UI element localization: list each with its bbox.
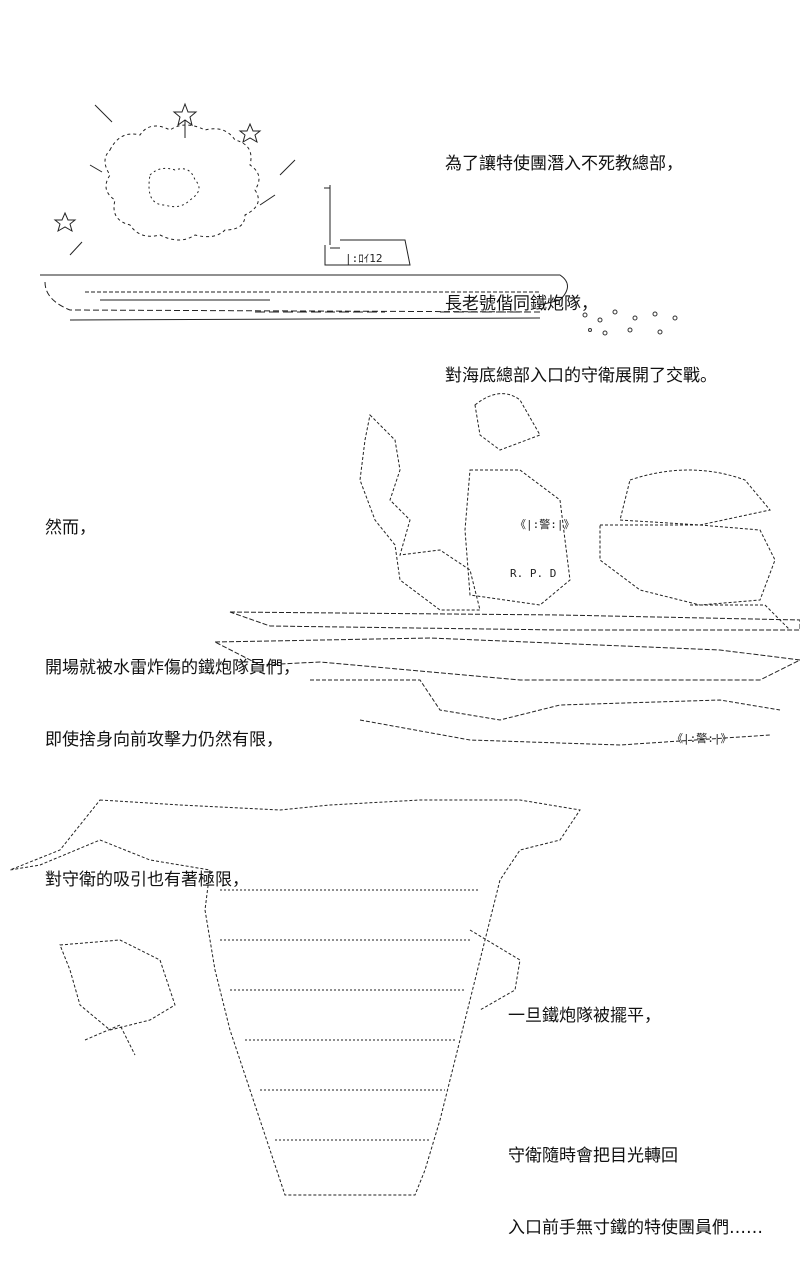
soldier-torso-left — [464, 469, 571, 606]
soldier-left — [359, 413, 481, 611]
rifle-lower — [214, 637, 800, 681]
star-icon — [53, 102, 262, 233]
caption-line: 開場就被水雷炸傷的鐵炮隊員們， — [45, 658, 300, 678]
helmet-left — [474, 393, 541, 451]
submarine-ascii-art: |:ﾛｲ12 — [40, 102, 678, 336]
caption-line: 一旦鐵炮隊被擺平， — [508, 1006, 661, 1026]
caption-line: 入口前手無寸鐵的特使團員們…… — [508, 1218, 763, 1238]
panel-riot-squad: R. P. D 《|:警:|》 《|:警:|》 然而， 開場就被水雷炸傷的鐵炮隊… — [0, 380, 800, 890]
bubbles — [582, 309, 678, 336]
narration-panel2: 然而， 開場就被水雷炸傷的鐵炮隊員們， 即使捨身向前攻擊力仍然有限， 對守衛的吸… — [45, 468, 300, 940]
caption-line — [445, 224, 717, 244]
guardian-silhouette — [9, 799, 581, 1196]
caption-line — [45, 588, 300, 608]
rifle-upper — [229, 611, 800, 631]
rpd-label: R. P. D — [510, 567, 556, 580]
narration-panel1: 為了讓特使團潛入不死教總部， 長老號偕同鐵炮隊， 對海底總部入口的守衛展開了交戰… — [445, 104, 717, 436]
police-badge-label: 《|:警:|》 — [672, 731, 732, 745]
panel-submarine: |:ﾛｲ12 為了讓特使團潛入不死教總部， 長老號偕同鐵炮隊， 對海底總部入口的… — [0, 0, 800, 386]
soldier-torso-right — [599, 524, 776, 606]
guardian-ascii-art — [9, 799, 581, 1196]
caption-line: 對守衛的吸引也有著極限， — [45, 870, 249, 890]
helmet-right — [619, 469, 771, 526]
police-badge-label: 《|:警:|》 — [515, 517, 575, 531]
caption-line: 長老號偕同鐵炮隊， — [445, 294, 598, 314]
caption-line — [508, 1076, 763, 1096]
explosion-cloud — [69, 104, 296, 256]
caption-line: 對海底總部入口的守衛展開了交戰。 — [445, 366, 717, 386]
submarine-hull — [40, 274, 568, 321]
caption-line: 然而， — [45, 518, 96, 538]
conning-tower — [324, 185, 411, 266]
panel-guardian: 一旦鐵炮隊被擺平， 守衛隨時會把目光轉回 入口前手無寸鐵的特使團員們…… — [0, 790, 800, 1238]
riot-squad-ascii-art: R. P. D 《|:警:|》 《|:警:|》 — [214, 393, 800, 746]
hull-marking: |:ﾛｲ12 — [345, 252, 383, 265]
caption-line: 守衛隨時會把目光轉回 — [508, 1146, 678, 1166]
guardian-arm-left — [59, 939, 176, 1031]
caption-line: 為了讓特使團潛入不死教總部， — [445, 154, 683, 174]
caption-line: 即使捨身向前攻擊力仍然有限， — [45, 730, 283, 750]
narration-panel3: 一旦鐵炮隊被擺平， 守衛隨時會把目光轉回 入口前手無寸鐵的特使團員們…… — [508, 956, 763, 1288]
